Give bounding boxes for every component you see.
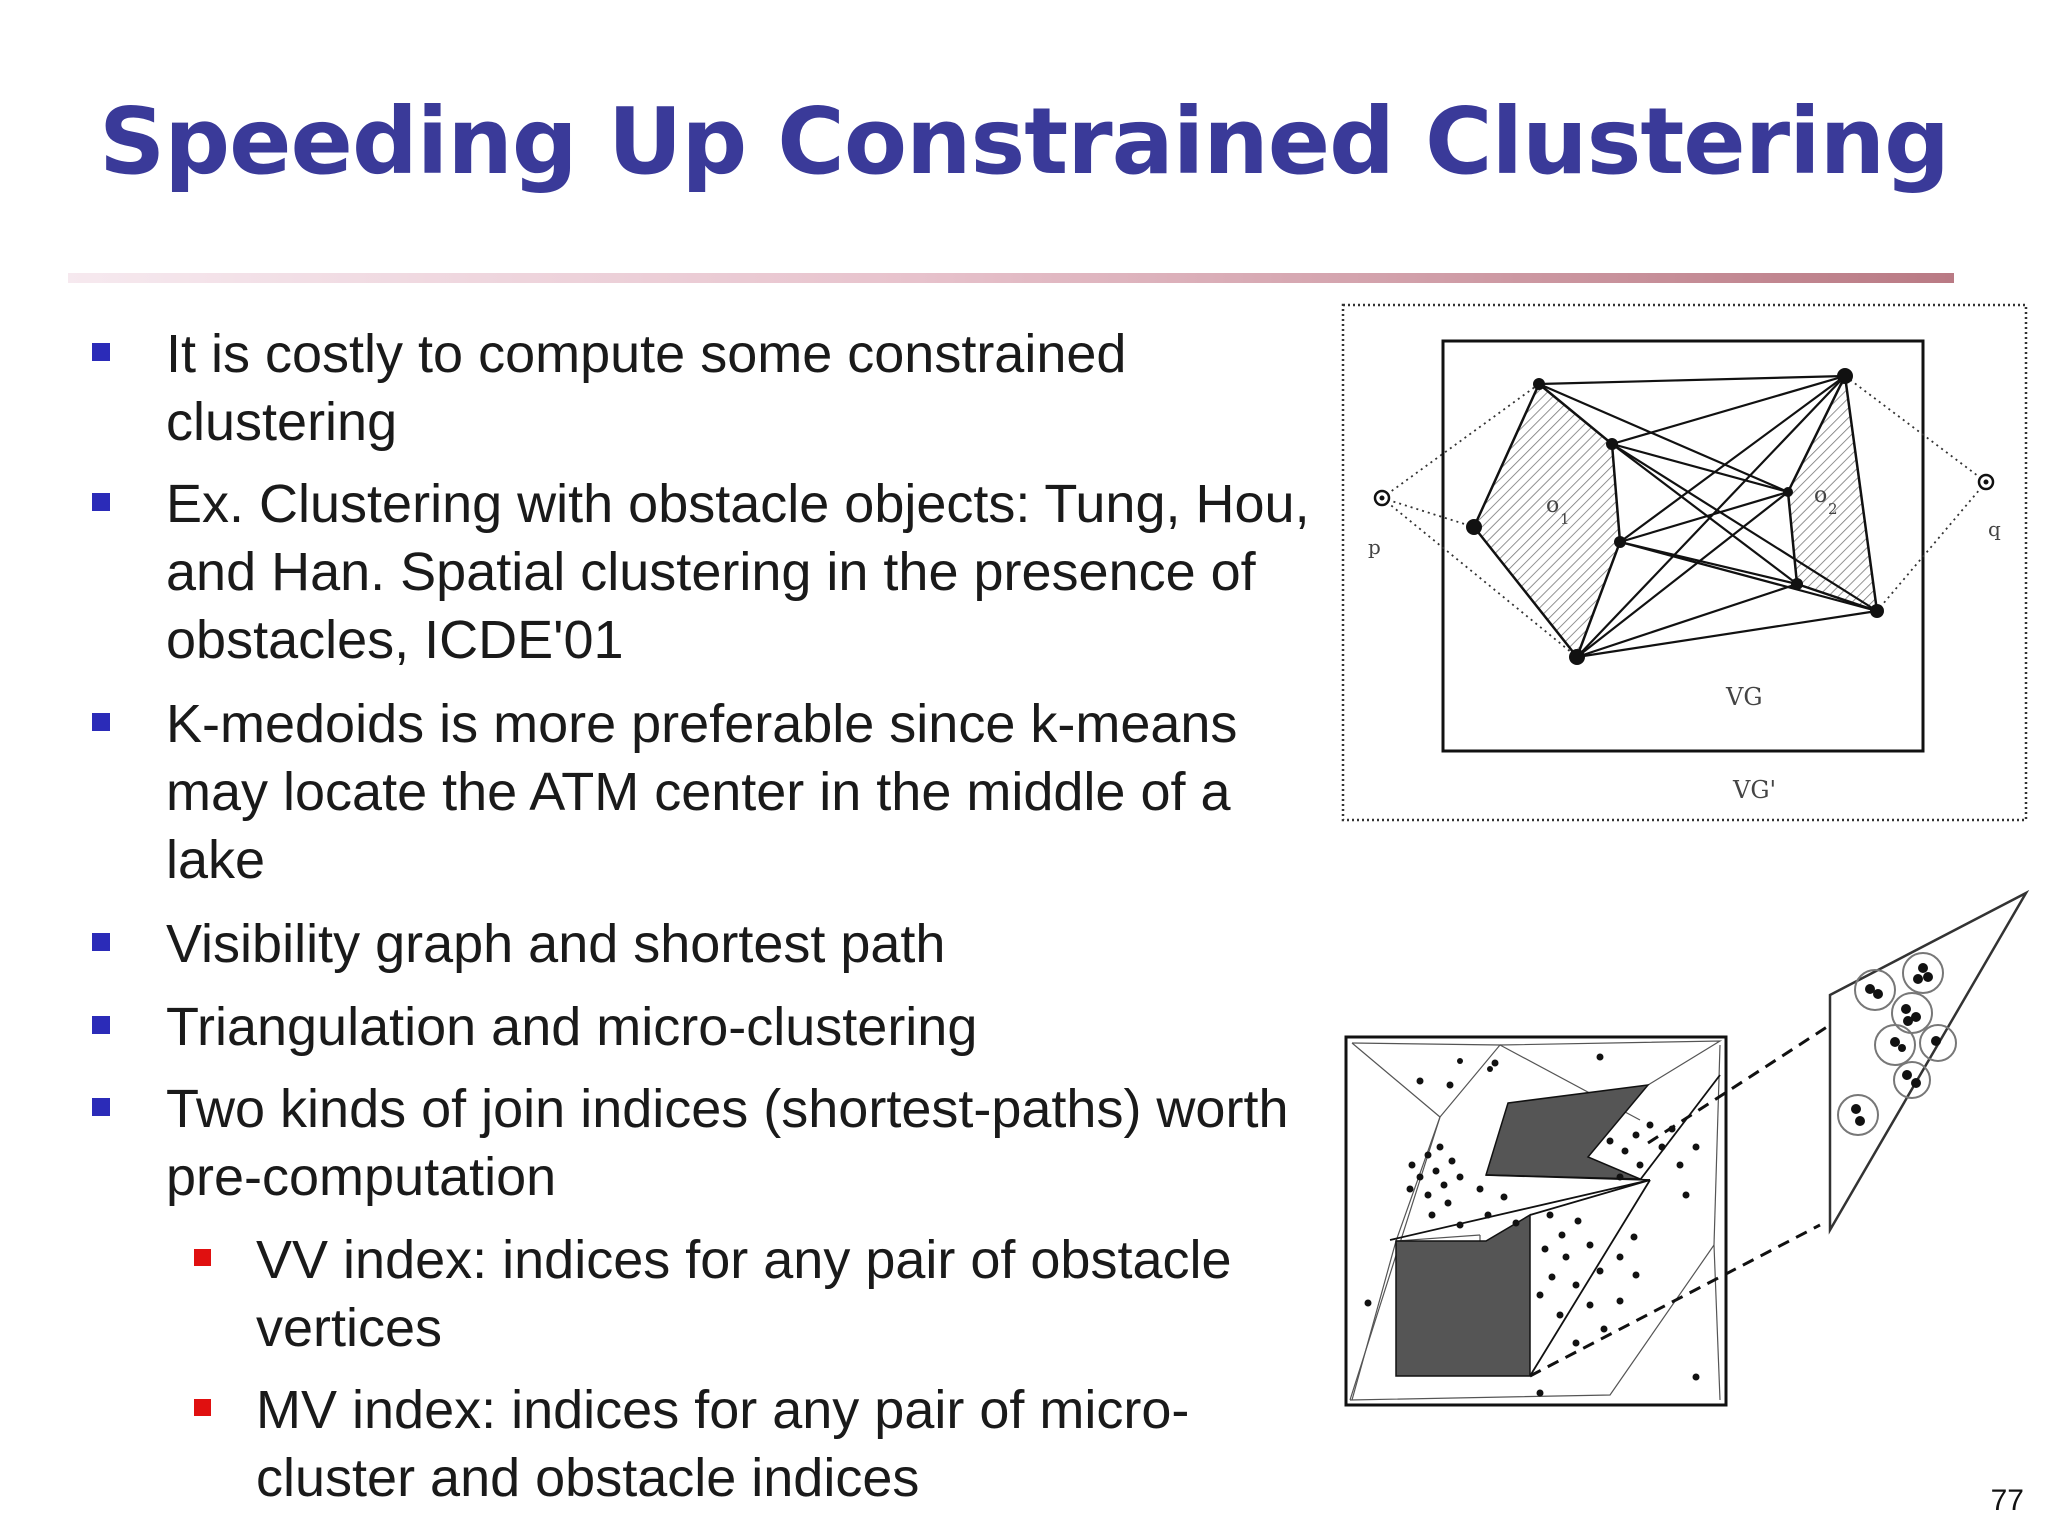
obstacle-upper (1484, 1084, 1650, 1180)
bullet-item: Visibility graph and shortest path (166, 914, 946, 974)
micro-cluster-points (1851, 963, 1941, 1126)
bullet-item: Triangulation and micro-clustering (166, 997, 978, 1057)
bullet-marker (92, 493, 110, 511)
label-vg-prime: VG' (1732, 776, 1776, 804)
label-vg: VG (1725, 683, 1763, 711)
page-number: 77 (1990, 1484, 2024, 1517)
bullet-marker (92, 1098, 110, 1116)
bullet-item: Ex. Clustering with obstacle objects: Tu… (166, 474, 1310, 670)
triangulation-figure (1344, 889, 2030, 1407)
bullet-marker (92, 933, 110, 951)
zoom-lines (1529, 1023, 1831, 1378)
title-divider (68, 273, 1954, 283)
bullet-marker (92, 343, 110, 361)
sub-bullet-marker (194, 1399, 211, 1416)
bullet-item: Two kinds of join indices (shortest-path… (166, 1079, 1289, 1207)
data-points (1364, 1053, 1700, 1397)
sub-bullet-item: MV index: indices for any pair of micro-… (256, 1380, 1190, 1508)
label-o2: o (1814, 483, 1827, 508)
vg-prime-border (1341, 303, 2028, 822)
triangulation-edges (1349, 1040, 1723, 1401)
visibility-graph-figure: p q o 1 o 2 VG VG' (1341, 303, 2028, 822)
sub-bullet-marker (194, 1249, 211, 1266)
bullet-item: K-medoids is more preferable since k-mea… (166, 694, 1238, 890)
label-q: q (1988, 517, 2001, 541)
visibility-edges (1538, 374, 1878, 659)
bullet-marker (92, 1016, 110, 1034)
bullet-marker (92, 713, 110, 731)
bullet-item: It is costly to compute some constrained… (166, 324, 1127, 452)
label-o1: o (1546, 493, 1559, 518)
sub-bullet-item: VV index: indices for any pair of obstac… (256, 1230, 1232, 1358)
obstacle-lower (1395, 1213, 1531, 1377)
micro-clusters (1837, 952, 1957, 1136)
label-o2-sub: 2 (1828, 500, 1838, 518)
graph-vertices (1466, 368, 1884, 665)
label-p: p (1368, 535, 1381, 559)
obstacle-o1 (1472, 382, 1622, 660)
label-o1-sub: 1 (1560, 510, 1570, 528)
dotted-edges (1381, 375, 1987, 658)
slide-title: Speeding Up Constrained Clustering (99, 88, 1950, 195)
zoom-triangle (1828, 889, 2030, 1235)
